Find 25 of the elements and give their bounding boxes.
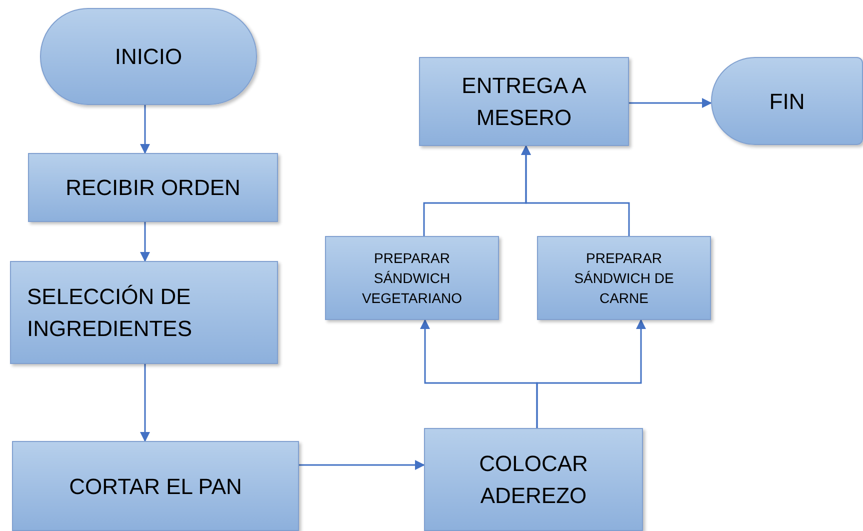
node-label: CORTAR EL PAN: [69, 472, 242, 500]
process-box: [12, 441, 299, 531]
process-box: [419, 57, 629, 146]
process-box: [28, 153, 278, 222]
arrow: [536, 319, 646, 428]
arrow: [629, 98, 712, 108]
node-label: INICIO: [114, 43, 182, 71]
node-label: FIN: [769, 88, 805, 116]
process-box: [325, 236, 499, 320]
process-box: [424, 428, 643, 531]
process-box: [10, 261, 278, 364]
arrow: [140, 364, 150, 442]
arrow: [140, 222, 150, 262]
node-label: COLOCAR ADEREZO: [478, 450, 589, 510]
arrow: [299, 460, 425, 470]
node-label: PREPARAR SÁNDWICH DE CARNE: [573, 249, 675, 308]
arrow: [140, 105, 150, 154]
process-box: [537, 236, 711, 320]
node-label: PREPARAR SÁNDWICH VEGETARIANO: [360, 249, 464, 308]
terminal-shape: [711, 57, 863, 145]
node-label: RECIBIR ORDEN: [66, 174, 240, 202]
node-label: ENTREGA A MESERO: [460, 72, 588, 132]
node-label: SELECCIÓN DE INGREDIENTES: [27, 282, 194, 342]
terminal-shape: [40, 8, 257, 105]
arrow: [521, 145, 630, 236]
